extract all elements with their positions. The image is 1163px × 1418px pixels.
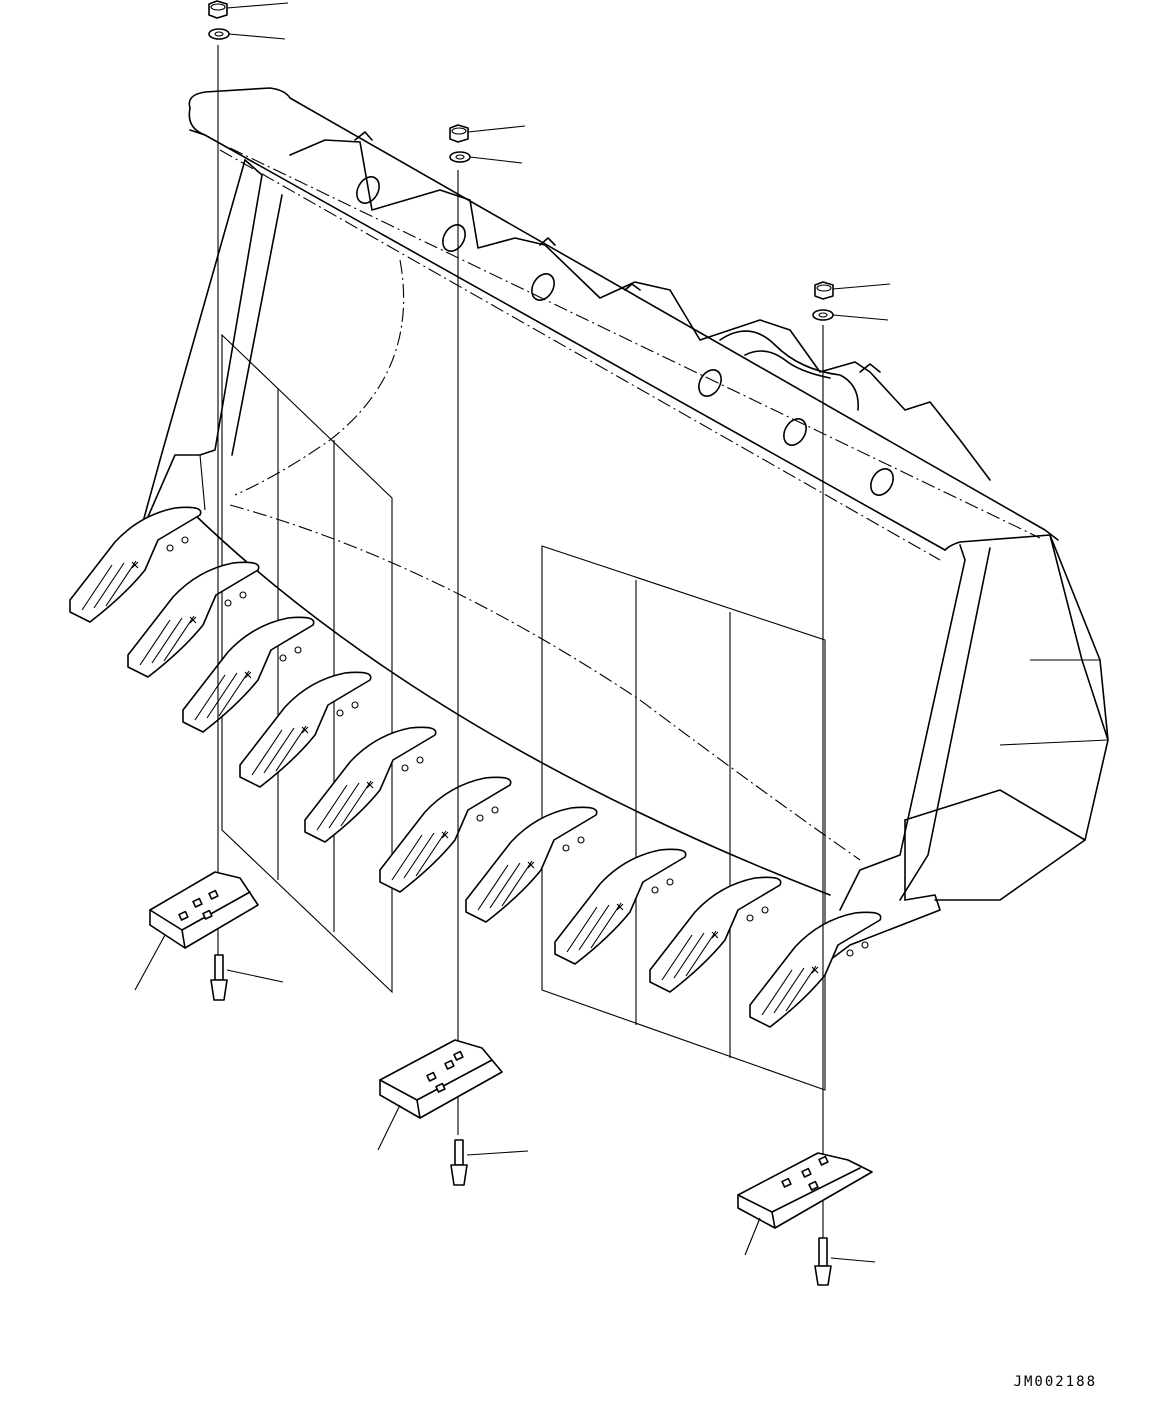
cutting-edge-plate-icon	[149, 871, 259, 949]
bucket-tooth-icon	[127, 561, 260, 678]
bucket-tooth-icon	[182, 616, 315, 733]
bolt-icon	[450, 1139, 468, 1186]
hardware-group-center	[377, 124, 529, 1186]
nut-icon	[449, 124, 469, 143]
assembly-center-lines	[217, 45, 824, 1245]
bucket-tooth-icon	[554, 848, 687, 965]
drawing-id: JM002188	[1013, 1374, 1097, 1390]
bucket-tooth-icon	[749, 911, 882, 1028]
washer-icon	[812, 309, 834, 321]
nut-icon	[814, 281, 834, 300]
bucket-tooth-icon	[304, 726, 437, 843]
bucket-tooth-icon	[379, 776, 512, 893]
nut-icon	[208, 0, 228, 19]
bucket-tooth-icon	[69, 506, 202, 623]
bucket-tooth-icon	[649, 876, 782, 993]
hardware-group-right	[737, 281, 891, 1286]
bucket-body	[137, 87, 1109, 961]
hardware-group-left	[134, 0, 289, 1001]
bolt-icon	[814, 1237, 832, 1286]
bucket-tooth-icon	[465, 806, 598, 923]
washer-icon	[449, 151, 471, 163]
cutting-edge-plate-icon	[379, 1039, 503, 1119]
cutting-edge-plate-icon	[737, 1152, 873, 1229]
washer-icon	[208, 28, 230, 40]
bolt-icon	[210, 954, 228, 1001]
bucket-tooth-icon	[239, 671, 372, 788]
bucket-teeth	[69, 506, 882, 1028]
